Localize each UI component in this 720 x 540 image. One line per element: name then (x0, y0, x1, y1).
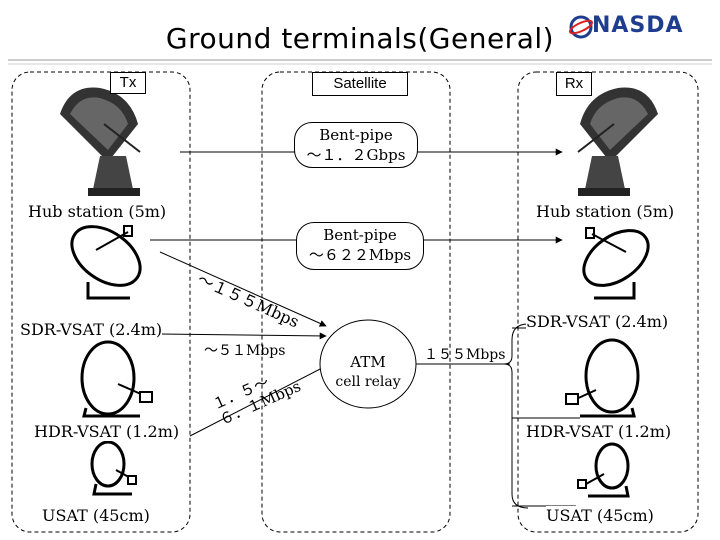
bentpipe-mid-line2: ～６２２Mbps (308, 246, 412, 264)
bentpipe-mid-line1: Bent-pipe (323, 226, 397, 244)
rx-brace (503, 323, 529, 509)
tx-hub-dish-icon (60, 87, 141, 196)
rx-hdr-vsat-label: HDR-VSAT (1.2m) (526, 422, 672, 441)
bentpipe-high-line1: Bent-pipe (319, 126, 393, 144)
rx-hub-station-label: Hub station (5m) (536, 202, 675, 221)
rx-usat-dish-icon (577, 442, 630, 498)
rx-sdr-vsat-label: SDR-VSAT (2.4m) (526, 312, 669, 331)
tx-column-label: Tx (110, 72, 146, 94)
tx-usat-label: USAT (45cm) (42, 506, 150, 525)
cell-relay-label: cell relay (335, 374, 401, 390)
rx-sdr-dish-icon (582, 227, 650, 300)
rx-usat-label: USAT (45cm) (546, 506, 654, 525)
atm-to-rx-rate: １５５Mbps (424, 347, 506, 363)
satellite-container (261, 71, 451, 533)
rx-hub-dish-icon (577, 87, 658, 196)
tx-sdr-vsat-label: SDR-VSAT (2.4m) (20, 320, 163, 339)
tx-hdr-vsat-label: HDR-VSAT (1.2m) (34, 422, 180, 441)
hub-to-atm-arrow (159, 251, 327, 327)
bentpipe-high-line2: ～１．２Gbps (306, 146, 406, 164)
rx-column-label: Rx (556, 72, 592, 96)
nasda-logo-icon (568, 15, 594, 39)
tx-container (11, 71, 191, 533)
satellite-column-label: Satellite (312, 72, 408, 96)
rx-hdr-dish-icon (565, 338, 640, 418)
atm-node-label: ATM cell relay (320, 352, 416, 392)
rx-container (517, 71, 699, 533)
page-title: Ground terminals(General) (165, 22, 555, 55)
tx-hdr-dish-icon (80, 340, 153, 418)
bentpipe-mid-box: Bent-pipe ～６２２Mbps (296, 222, 424, 270)
nasda-logo: NASDA (568, 12, 708, 40)
tx-sdr-dish-icon (70, 225, 142, 300)
atm-label: ATM (350, 353, 386, 371)
hdr-to-atm-line (189, 365, 327, 437)
sdr-to-atm-rate: ～５１Mbps (204, 343, 286, 359)
tx-usat-dish-icon (90, 440, 137, 496)
bentpipe-high-box: Bent-pipe ～１．２Gbps (294, 122, 418, 168)
tx-hub-station-label: Hub station (5m) (28, 202, 167, 221)
sdr-to-atm-arrow (159, 332, 327, 340)
logo-text: NASDA (592, 13, 684, 38)
